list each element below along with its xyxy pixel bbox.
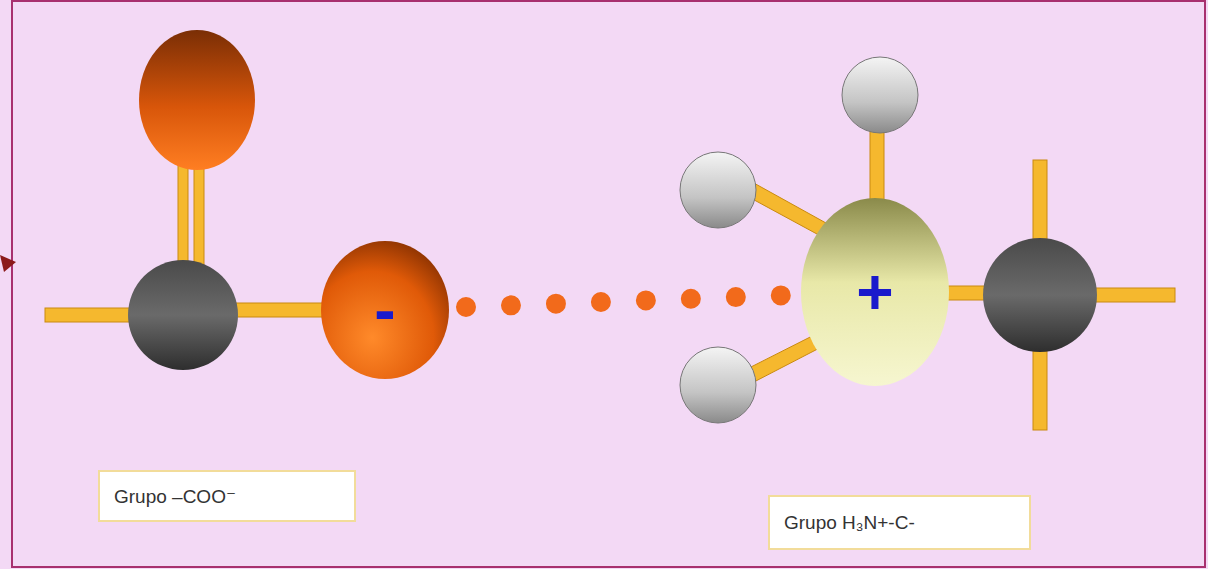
charge-sign: - <box>320 240 450 380</box>
oxygen-anion: - <box>320 240 450 380</box>
group-label: Grupo –COO⁻ <box>98 470 356 522</box>
group-name: Grupo –COO⁻ <box>114 485 236 508</box>
nitrogen-cation: + <box>800 197 950 387</box>
charge-sign: + <box>800 197 950 387</box>
group-label: Grupo H₃N+-C- <box>768 495 1031 550</box>
ionic-bond-dots <box>466 295 792 307</box>
atom-ellipse <box>801 198 949 386</box>
atom-ellipse <box>321 241 449 379</box>
group-name: Grupo H₃N+-C- <box>784 512 915 534</box>
